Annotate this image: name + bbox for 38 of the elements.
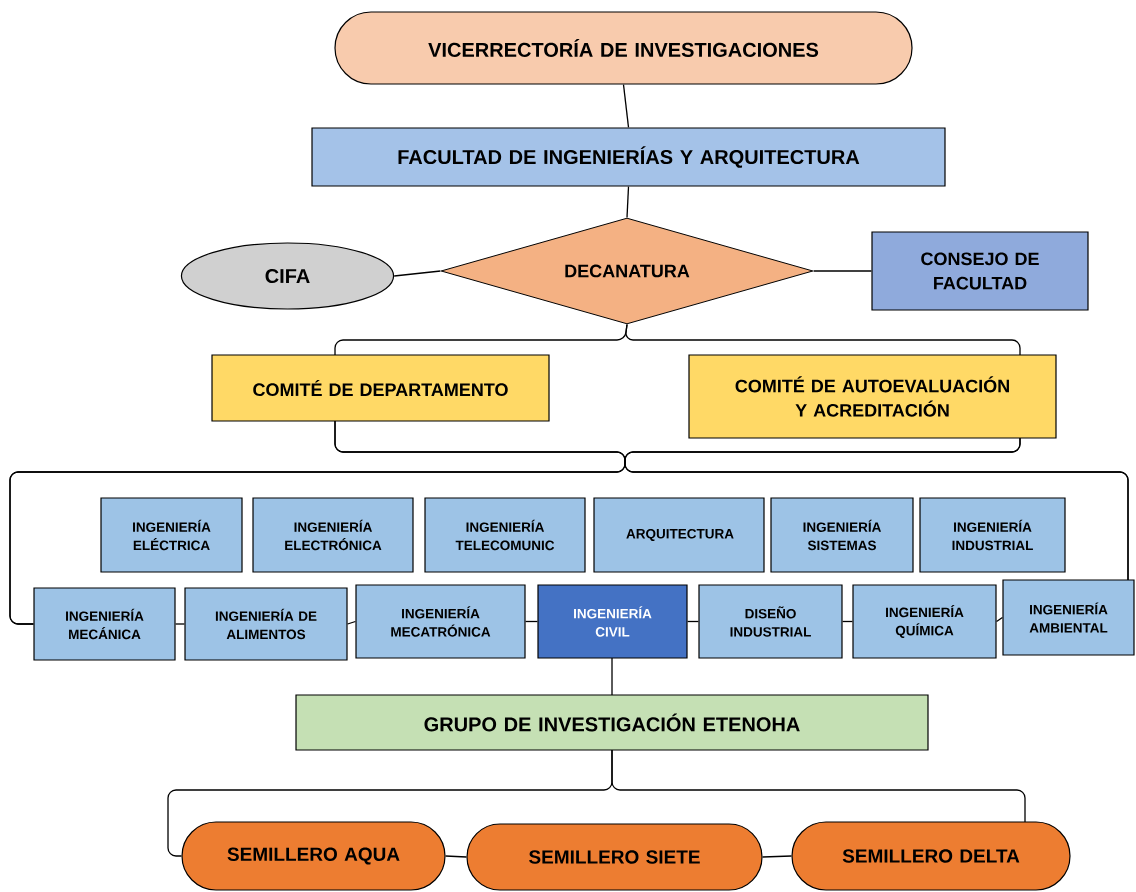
connector [611,749,1026,823]
box: INGENIERÍA DE ALIMENTOS [184,587,348,661]
connector [624,437,1129,581]
connector [686,620,700,623]
box: INGENIERÍA ELÉCTRICA [100,497,243,573]
box: INGENIERÍA ELECTRÓNICA [252,497,414,573]
connector [761,855,793,858]
connector [841,620,854,623]
box: INGENIERÍA AMBIENTAL [1002,579,1135,656]
box: ARQUITECTURA [593,497,765,573]
connector [625,323,1021,356]
box: GRUPO DE INVESTIGACIÓN ETENOHA [295,694,929,751]
connector [611,657,613,696]
box: INGENIERÍA TELECOMUNIC [424,497,586,573]
rounded-box: SEMILLERO DELTA [791,821,1071,891]
box: INGENIERÍA MECATRÓNICA [355,584,526,659]
rounded-box: SEMILLERO AQUA [181,821,446,891]
box: INGENIERÍA MECÁNICA [33,587,176,661]
box: INGENIERÍA SISTEMAS [770,497,914,573]
connector [626,185,630,219]
connector [393,270,442,277]
box: DISEÑO INDUSTRIAL [698,584,843,659]
connector [524,620,539,623]
box: INGENIERÍA INDUSTRIAL [919,497,1066,573]
connector [444,855,468,858]
box: CONSEJO DE FACULTAD [871,231,1089,311]
rounded-box: SEMILLERO SIETE [466,823,763,891]
box: INGENIERÍA QUÍMICA [852,584,997,659]
connector [174,623,186,625]
connector [812,270,873,272]
connector [346,620,357,625]
box: COMITÉ DE AUTOEVALUACIÓN Y ACREDITACIÓN [688,354,1057,439]
rounded-box: VICERRECTORÍA DE INVESTIGACIONES [334,11,913,85]
box: FACULTAD DE INGENIERÍAS Y ARQUITECTURA [311,127,946,187]
box: INGENIERÍA CIVIL [537,584,688,659]
connector [995,616,1004,623]
box: COMITÉ DE DEPARTAMENTO [211,354,550,422]
connector [622,83,630,129]
